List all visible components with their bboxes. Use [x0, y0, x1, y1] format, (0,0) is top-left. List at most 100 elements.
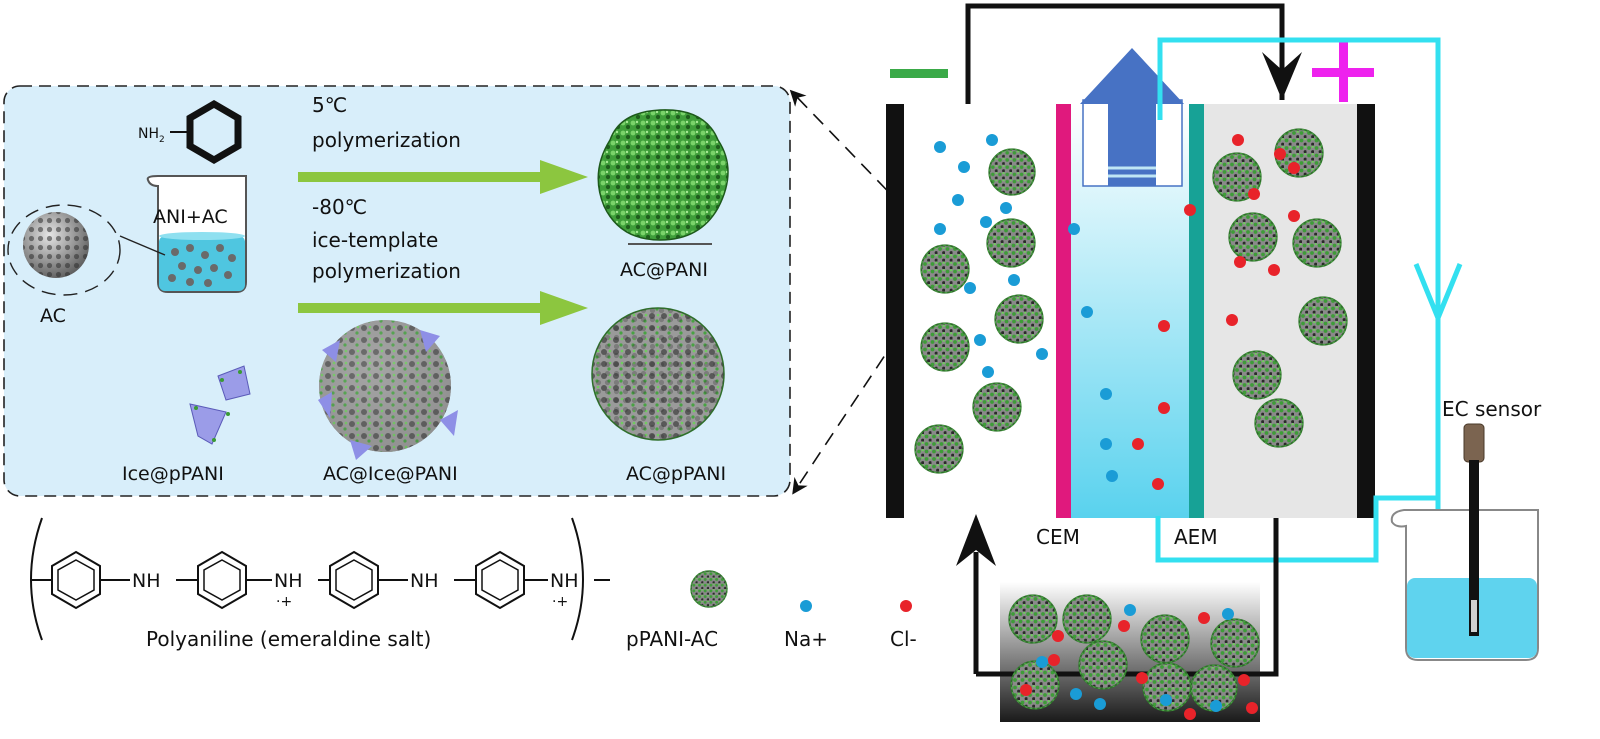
synthesis-panel: NH2 ANI+AC AC 5℃ polymerization -80℃	[3, 85, 791, 497]
polymer-nh-2: NH	[274, 570, 303, 592]
na-ion	[934, 141, 946, 153]
cl-ion	[1288, 162, 1300, 174]
cation-exchange-membrane	[1056, 104, 1071, 518]
feed-arrow-head	[956, 514, 996, 566]
cl-ion	[1248, 188, 1260, 200]
cl-ion	[1136, 672, 1148, 684]
cl-ion	[1020, 684, 1032, 696]
na-ion	[934, 223, 946, 235]
cl-ions	[1020, 134, 1300, 720]
cl-ion	[1288, 210, 1300, 222]
cl-ion	[1184, 204, 1196, 216]
na-ion	[964, 282, 976, 294]
cem-label: CEM	[1036, 525, 1080, 549]
particle	[1292, 218, 1342, 268]
na-ion	[1100, 388, 1112, 400]
ac-ice-pani-sphere-icon	[318, 320, 458, 460]
cl-ion	[1052, 630, 1064, 642]
external-circuit	[965, 3, 1285, 104]
na-ion	[986, 134, 998, 146]
ice-ppani-label: Ice@pPANI	[122, 463, 224, 485]
cl-ion	[1232, 134, 1244, 146]
na-ion	[1106, 470, 1118, 482]
cl-ion	[1274, 148, 1286, 160]
cl-ion	[1234, 256, 1246, 268]
cl-ion	[1184, 708, 1196, 720]
na-ion	[1036, 348, 1048, 360]
ac-label: AC	[40, 305, 66, 327]
cl-ion	[1152, 478, 1164, 490]
condition-1-temperature: 5℃	[312, 93, 347, 117]
particle	[994, 294, 1044, 344]
particle	[1140, 614, 1190, 664]
ac-pani-label: AC@PANI	[620, 259, 708, 281]
cl-ion	[1118, 620, 1130, 632]
nh2-label: NH2	[138, 126, 165, 145]
cl-ion	[1132, 438, 1144, 450]
na-ion	[1068, 223, 1080, 235]
condition-1-text: polymerization	[312, 128, 461, 152]
legend-particle-label: pPANI-AC	[626, 627, 718, 651]
cdi-cell: − + CEM AEM	[886, 3, 1463, 722]
na-ion	[1081, 306, 1093, 318]
particle	[1298, 296, 1348, 346]
cl-ion	[1048, 654, 1060, 666]
polymer-caption: Polyaniline (emeraldine salt)	[146, 627, 431, 651]
na-ion	[1070, 688, 1082, 700]
polymer-radical-cation-2: ·+	[552, 594, 568, 610]
ac-ppani-sphere-icon	[591, 307, 725, 441]
zoom-arrow-bottom	[792, 279, 936, 495]
aniline-structure-icon: NH2	[138, 99, 242, 165]
particle	[914, 424, 964, 474]
ac-ppani-label: AC@pPANI	[626, 463, 726, 485]
minus-sign	[890, 69, 948, 78]
particle	[1078, 640, 1128, 690]
legend-na-dot	[800, 600, 812, 612]
na-ion	[1222, 608, 1234, 620]
na-ion	[1094, 698, 1106, 710]
na-ion	[980, 216, 992, 228]
negative-electrode	[886, 104, 904, 518]
legend-cl-dot	[900, 600, 912, 612]
polymer-radical-cation-1: ·+	[276, 594, 292, 610]
beaker-icon	[146, 175, 247, 293]
particle	[1254, 398, 1304, 448]
particle	[1210, 618, 1260, 668]
ac-sphere-icon	[7, 204, 166, 296]
condition-2-line-1: ice-template	[312, 228, 438, 252]
particle	[1010, 660, 1060, 710]
arrow-ice-template-polymerization	[298, 291, 588, 325]
beaker-label: ANI+AC	[153, 206, 228, 228]
cl-ion	[1158, 402, 1170, 414]
condition-2-temperature: -80℃	[312, 195, 367, 219]
condition-2-line-2: polymerization	[312, 259, 461, 283]
anion-exchange-membrane	[1189, 104, 1204, 518]
ec-sensor-label: EC sensor	[1442, 397, 1542, 421]
aem-label: AEM	[1174, 525, 1218, 549]
na-ion	[1008, 274, 1020, 286]
na-ion	[958, 161, 970, 173]
beaker-ac-particles	[168, 244, 236, 287]
particle	[1062, 594, 1112, 644]
na-ion	[1036, 656, 1048, 668]
particle	[988, 148, 1036, 196]
na-ions	[934, 134, 1234, 712]
cl-ion	[1246, 702, 1258, 714]
legend-cl-label: Cl-	[890, 627, 917, 651]
cl-ion	[1198, 612, 1210, 624]
na-ion	[974, 334, 986, 346]
particle	[1232, 350, 1282, 400]
legend-na-label: Na+	[784, 627, 828, 651]
particle	[986, 218, 1036, 268]
particle	[920, 244, 970, 294]
particle	[920, 322, 970, 372]
ice-ppani-flakes-icon	[189, 365, 251, 445]
polymer-nh-3: NH	[410, 570, 439, 592]
outflow-arrow-icon	[1080, 48, 1184, 187]
polymer-nh-4: NH	[550, 570, 579, 592]
plus-sign	[1312, 42, 1374, 102]
na-ion	[952, 194, 964, 206]
particle	[972, 382, 1022, 432]
circuit-arrow-head	[1262, 52, 1302, 100]
